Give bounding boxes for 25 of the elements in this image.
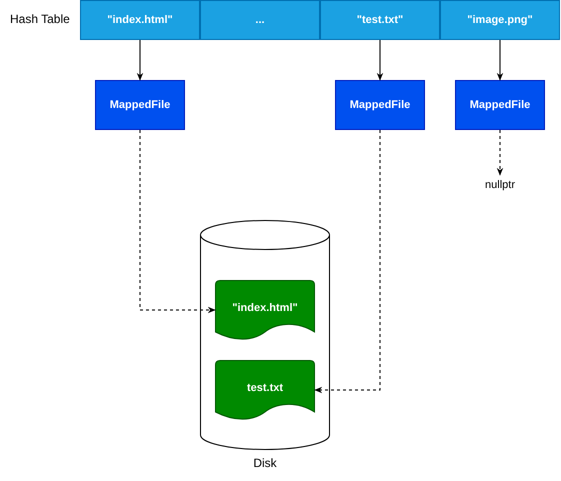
table-cell <box>440 0 560 40</box>
table-cell <box>320 0 440 40</box>
node-text: "index.html" <box>232 302 298 314</box>
node-text: "index.html" <box>107 14 173 26</box>
node-text: ... <box>255 14 265 26</box>
arrow <box>314 130 380 394</box>
node-text: "test.txt" <box>356 14 404 26</box>
arrow <box>376 40 384 81</box>
process-box <box>95 80 185 130</box>
disk-label: Disk <box>253 456 277 470</box>
arrow <box>496 130 504 176</box>
process-box <box>335 80 425 130</box>
table-cell <box>80 0 200 40</box>
node-text: "image.png" <box>467 14 533 26</box>
node-text: MappedFile <box>110 99 170 111</box>
arrow <box>136 40 144 81</box>
process-box <box>455 80 545 130</box>
table-cell <box>200 0 320 40</box>
node-text: nullptr <box>485 179 515 191</box>
arrow <box>496 40 504 81</box>
node-text: MappedFile <box>350 99 410 111</box>
node-text: MappedFile <box>470 99 530 111</box>
arrow <box>140 130 216 314</box>
node-text: test.txt <box>246 382 284 394</box>
row-label: Hash Table <box>10 12 70 26</box>
